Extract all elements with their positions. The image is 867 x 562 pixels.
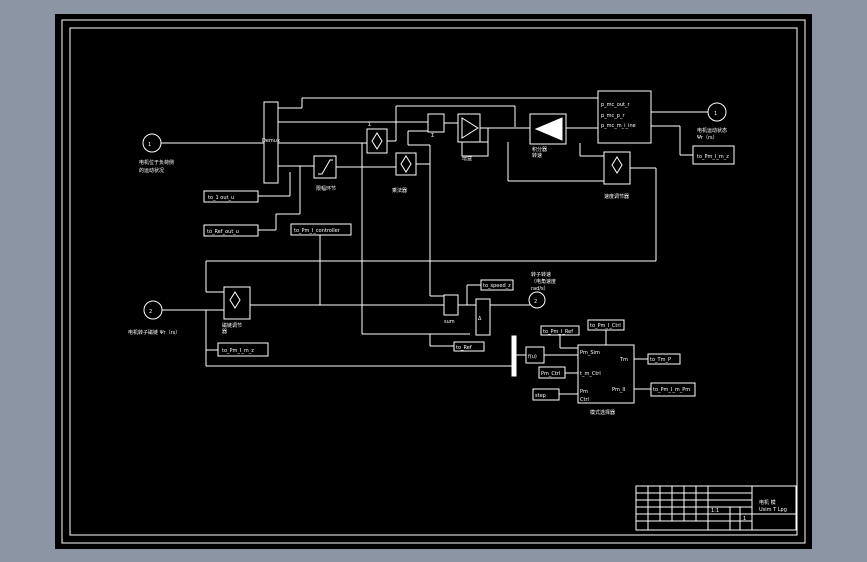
gain-block-b[interactable] bbox=[475, 298, 491, 336]
inport-2-caption: 电机转子磁链 Ψr（rs） bbox=[128, 329, 180, 336]
mode-out-2: Pm_II bbox=[612, 387, 625, 393]
gain-a-label: 增益 bbox=[462, 155, 472, 162]
integrator-label-l2: 转速 bbox=[532, 152, 542, 159]
inport-2-number: 2 bbox=[149, 309, 152, 315]
right-out-label: to_Pm_I_m_z bbox=[697, 154, 729, 160]
inport-1-caption-l2: 的运动状况 bbox=[139, 167, 164, 174]
outport-2-circle[interactable] bbox=[528, 291, 546, 309]
drawing-sheet bbox=[55, 14, 812, 549]
goto-pm[interactable] bbox=[650, 382, 696, 397]
gain-icon bbox=[461, 117, 479, 139]
title-block bbox=[635, 485, 797, 531]
outport-2-caption-l3: rad/s） bbox=[531, 286, 549, 292]
demux-label: Demux bbox=[262, 138, 280, 144]
mid-label: to_Pm_I_controller bbox=[294, 228, 341, 234]
measure-port-2: p_mc_p_r bbox=[601, 113, 625, 119]
pm-out-label: to_Pm_I_m_Pm bbox=[653, 387, 690, 393]
goto-block-small[interactable] bbox=[453, 341, 485, 352]
goto-tm[interactable] bbox=[647, 353, 681, 365]
ctrl-label: step bbox=[535, 393, 546, 399]
gain-label-box bbox=[461, 141, 489, 157]
ctrl-const-label: to_Pm_I_Ctrl bbox=[590, 323, 621, 329]
mode-port-4: Ctrl bbox=[580, 397, 589, 403]
integrator-block[interactable] bbox=[529, 113, 567, 145]
outer-border bbox=[61, 19, 806, 544]
diagram-labels: 1 电机位于负荷侧 的运动状况 2 电机转子磁链 Ψr（rs） 1 电机运动状态… bbox=[128, 102, 787, 522]
flux-regulator-label-l2: 器 bbox=[222, 329, 227, 335]
mux-block[interactable] bbox=[511, 335, 517, 377]
speed-regulator-label: 速度调节器 bbox=[604, 193, 629, 200]
sum-icon-b bbox=[400, 155, 412, 173]
mode-port-2: t_m_Ctrl bbox=[580, 371, 601, 377]
integrator-label-l1: 积分器 bbox=[532, 146, 547, 153]
title-name-l1: 电机 模 bbox=[759, 499, 776, 506]
speed-reg-icon bbox=[611, 156, 623, 174]
outport-1-number: 1 bbox=[714, 111, 717, 117]
title-scale: 1:1 bbox=[711, 508, 719, 514]
goto-2-label: to_Ref_out_u bbox=[207, 229, 239, 235]
mode-out-1: Tm bbox=[619, 357, 628, 363]
goto-block-mid[interactable] bbox=[290, 223, 352, 236]
fcn-label: f(u) bbox=[528, 354, 537, 360]
outport-2-caption-l1: 转子转速 bbox=[531, 271, 551, 278]
inport-1-number: 1 bbox=[148, 142, 151, 148]
integrator-icon bbox=[534, 117, 563, 141]
outport-1-caption-l1: 电机运动状态 bbox=[697, 127, 727, 134]
mode-caption: 模式选择器 bbox=[590, 409, 615, 416]
measure-port-1: p_mc_out_r bbox=[601, 102, 630, 108]
measure-port-3: p_mc_m_i_ine bbox=[601, 123, 636, 129]
mode-port-1: Pm_Sim bbox=[580, 350, 600, 356]
goto-block-flux[interactable] bbox=[217, 342, 269, 357]
outport-2-number: 2 bbox=[534, 299, 537, 305]
sum-icon-a bbox=[371, 132, 383, 150]
sum-c-label: sum bbox=[444, 319, 455, 325]
measurement-block[interactable] bbox=[597, 90, 652, 144]
goto-block-1[interactable] bbox=[203, 190, 259, 203]
goto-1-label: to_1 out_u bbox=[208, 195, 234, 201]
mode-port-3: Pm bbox=[580, 389, 588, 395]
sum-b-label: Σ bbox=[431, 133, 434, 139]
gain-b-delta: Δ bbox=[478, 316, 482, 322]
goto-block-right[interactable] bbox=[692, 145, 735, 165]
flux-regulator-block[interactable] bbox=[223, 286, 251, 320]
outport-2-caption-l2: （电角速度 bbox=[531, 278, 556, 285]
tm-out-label: to_Tm_P bbox=[650, 357, 671, 363]
small-to-label: to_Ref bbox=[456, 345, 472, 351]
outport-1-circle[interactable] bbox=[707, 102, 727, 122]
title-name-l2: Usim T Lpg bbox=[759, 507, 787, 513]
speed-to-label: to_speed_z bbox=[483, 283, 511, 289]
flux-reg-icon bbox=[229, 291, 241, 309]
step-label: Pm_Ctrl bbox=[541, 371, 560, 377]
saturation-label: 限幅环节 bbox=[316, 185, 336, 192]
product-a-label: 乘法器 bbox=[392, 187, 407, 194]
saturation-icon bbox=[318, 159, 333, 175]
goto-block-speed[interactable] bbox=[480, 279, 514, 291]
inport-1-caption-l1: 电机位于负荷侧 bbox=[139, 159, 174, 166]
flux-goto-label: to_Pm_I_m_z bbox=[222, 348, 254, 354]
flux-regulator-label-l1: 磁链调节 bbox=[222, 322, 242, 329]
pm-const-label: to_Pm_I_Ref bbox=[543, 329, 573, 335]
goto-block-2[interactable] bbox=[203, 224, 259, 237]
title-sheet: 1 bbox=[743, 516, 746, 522]
sum-a-label: Σ bbox=[368, 122, 371, 128]
inner-border bbox=[69, 27, 798, 536]
outport-1-caption-l2: Ψr（rs） bbox=[697, 135, 718, 141]
